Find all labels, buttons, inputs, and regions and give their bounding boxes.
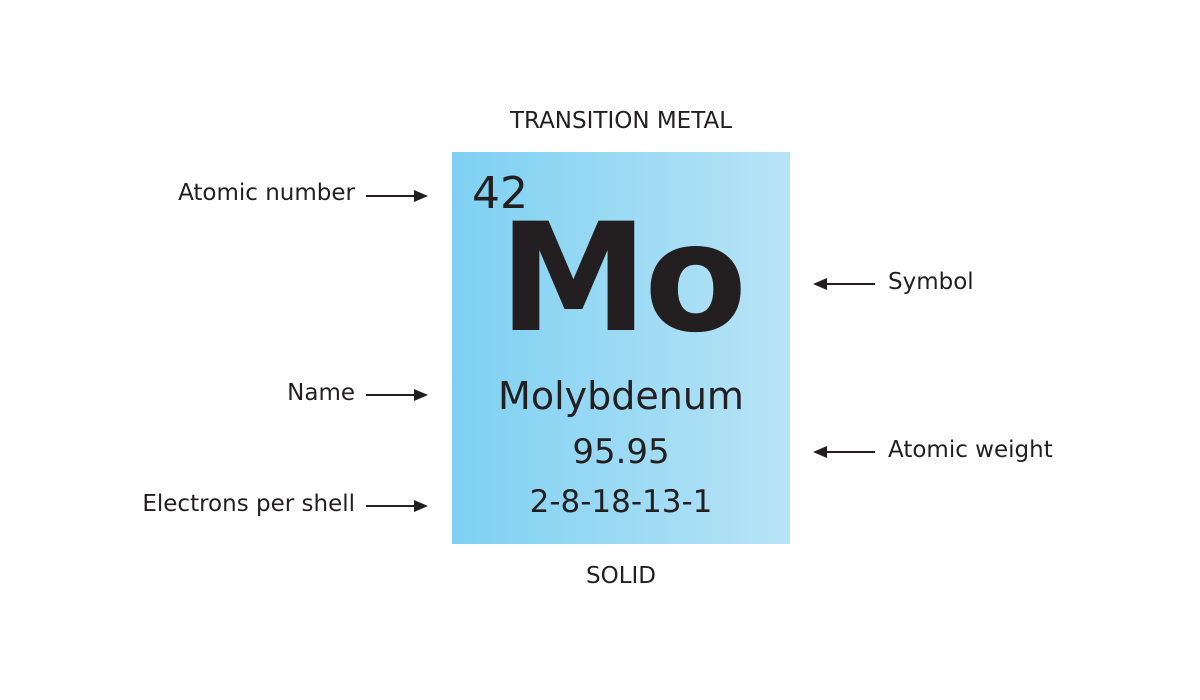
label-electrons-per-shell: Electrons per shell [142,491,355,517]
element-tile: 42 Mo Molybdenum 95.95 2-8-18-13-1 [452,152,790,544]
arrow-left-icon [813,278,875,290]
label-symbol: Symbol [888,269,974,295]
label-atomic-weight: Atomic weight [888,437,1053,463]
label-name: Name [287,380,355,406]
electrons-per-shell: 2-8-18-13-1 [529,484,713,520]
element-name: Molybdenum [498,374,744,418]
arrow-right-icon [366,389,428,401]
element-category: TRANSITION METAL [509,108,733,134]
arrow-left-icon [813,446,875,458]
arrow-right-icon [366,190,428,202]
label-atomic-number: Atomic number [178,180,355,206]
atomic-number: 42 [472,168,528,219]
element-symbol: Mo [498,192,747,366]
element-state: SOLID [585,563,656,589]
atomic-weight: 95.95 [572,432,670,472]
arrow-right-icon [366,500,428,512]
